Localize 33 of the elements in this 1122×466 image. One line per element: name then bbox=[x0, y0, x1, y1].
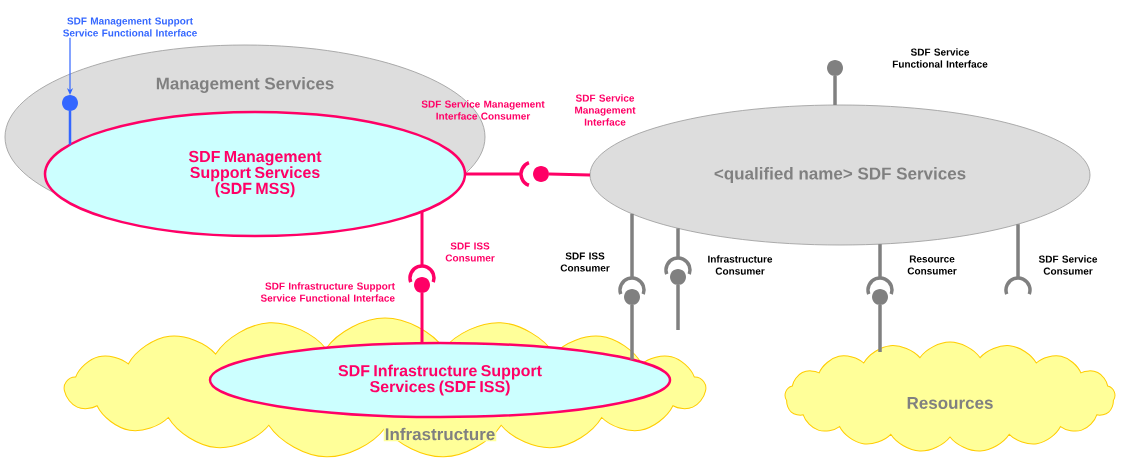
interface-label: SDF Management Support Service Functional Interface bbox=[63, 17, 197, 37]
ball-symbol bbox=[414, 277, 430, 293]
socket-symbol bbox=[1004, 276, 1032, 295]
interface-label: SDF Service Management Interface Consumer bbox=[421, 100, 545, 120]
socket-symbol bbox=[664, 256, 692, 275]
ball-symbol bbox=[624, 289, 640, 305]
interface-label: Resource Consumer bbox=[907, 255, 957, 275]
service-name: Management Services bbox=[156, 77, 334, 93]
interface-label: SDF Service Management Interface bbox=[575, 94, 636, 126]
interface-label: Infrastructure Consumer bbox=[708, 255, 773, 275]
interface-label: SDF Service Consumer bbox=[1038, 255, 1098, 275]
connector bbox=[465, 172, 520, 176]
ball-symbol bbox=[827, 60, 843, 76]
interface-label: SDF ISS Consumer bbox=[560, 252, 610, 272]
ball-symbol bbox=[670, 269, 686, 285]
ball-symbol bbox=[872, 289, 888, 305]
service-name: Resources bbox=[907, 397, 993, 409]
service-name: SDF Infrastructure Support Services (SDF ISS) bbox=[338, 364, 542, 396]
socket-symbol bbox=[866, 276, 894, 295]
interface-label: SDF ISS Consumer bbox=[445, 242, 495, 262]
ball-symbol bbox=[533, 166, 549, 182]
service-name: <qualified name> SDF Services bbox=[714, 167, 966, 183]
connector bbox=[1016, 224, 1020, 277]
socket-symbol bbox=[408, 264, 436, 283]
connector bbox=[676, 228, 680, 257]
connector bbox=[68, 111, 72, 145]
interface-label: SDF Service Functional Interface bbox=[892, 48, 988, 68]
connector bbox=[833, 76, 837, 105]
socket-symbol bbox=[519, 161, 530, 187]
ball-symbol bbox=[62, 95, 78, 111]
interface-label: SDF Infrastructure Support Service Functional Interface bbox=[260, 282, 395, 302]
socket-symbol bbox=[618, 276, 646, 295]
service-name: SDF Management Support Services (SDF MSS) bbox=[188, 150, 322, 198]
